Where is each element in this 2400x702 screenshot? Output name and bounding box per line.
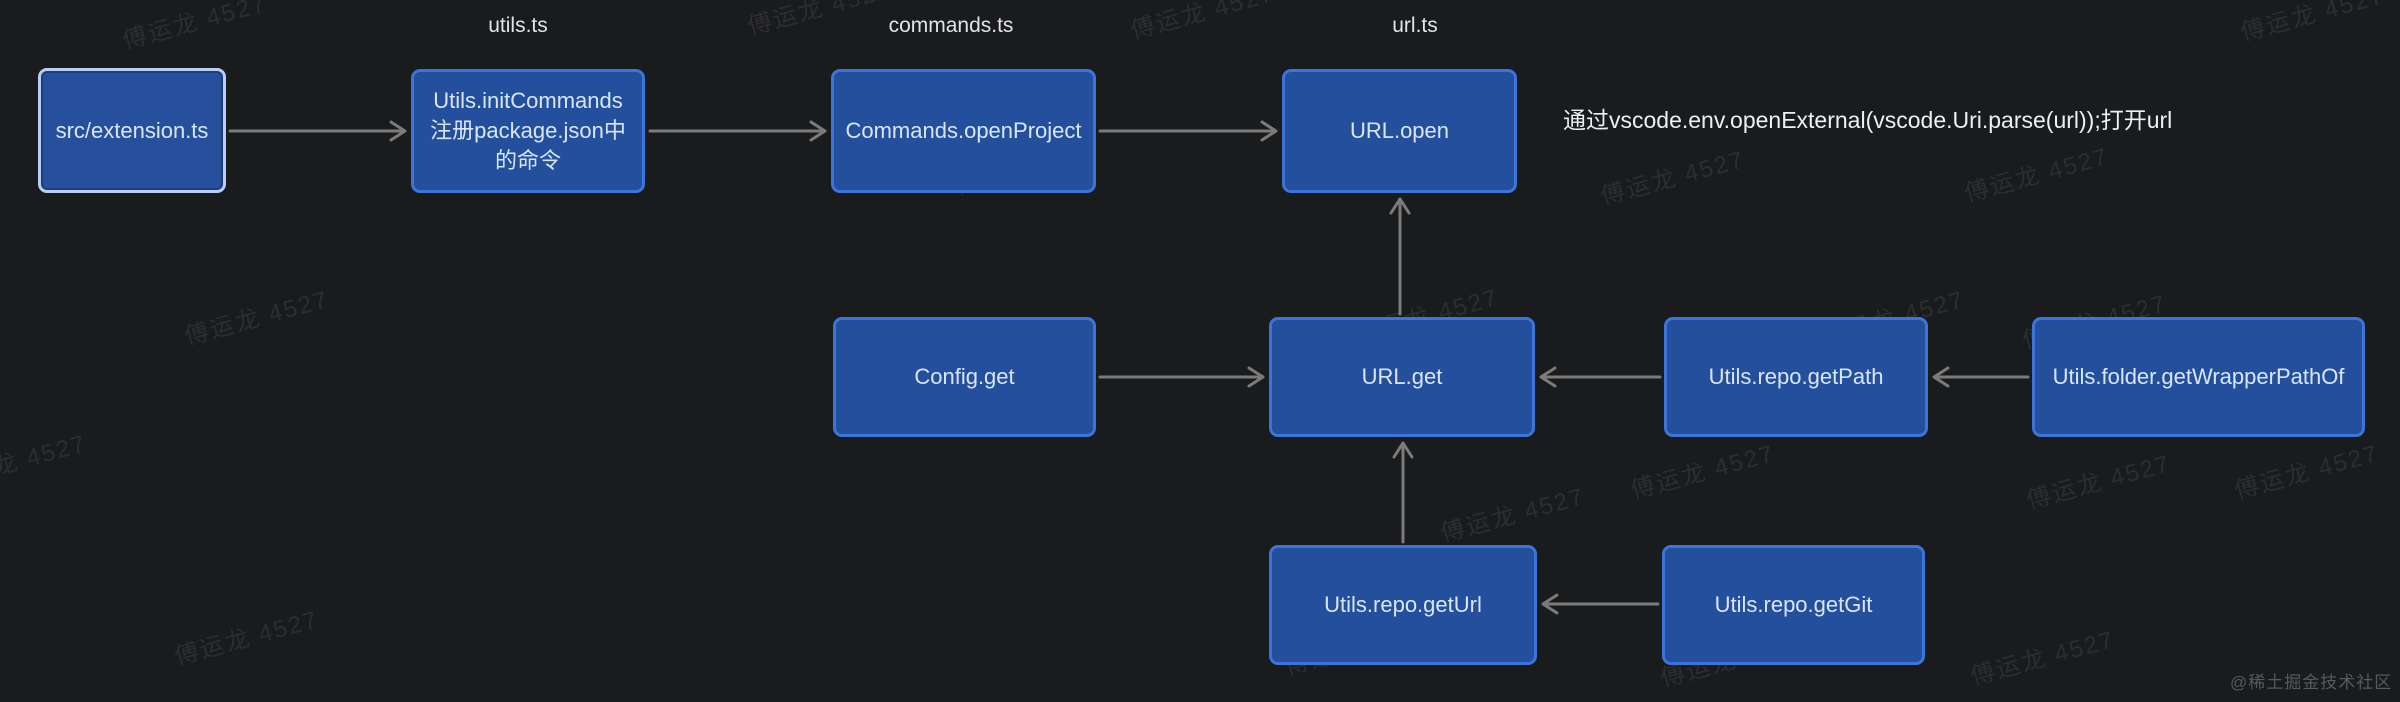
file-label-url-ts: url.ts: [1392, 14, 1438, 37]
edge-getwrapperpathof-to-getpath: [1932, 366, 2030, 388]
file-label-commands-ts: commands.ts: [888, 14, 1014, 37]
node-src-extension-ts: src/extension.ts: [38, 68, 226, 193]
file-label-utils-ts: utils.ts: [488, 14, 548, 37]
node-label: Utils.initCommands 注册package.json中 的命令: [430, 88, 626, 173]
edge-geturl-to-urlget: [1392, 441, 1414, 544]
node-url-get: URL.get: [1269, 317, 1535, 437]
node-utils-init-commands: Utils.initCommands 注册package.json中 的命令: [411, 69, 645, 193]
edge-getpath-to-urlget: [1539, 366, 1662, 388]
edge-configget-to-urlget: [1098, 366, 1265, 388]
node-config-get: Config.get: [833, 317, 1096, 437]
node-utils-folder-get-wrapper-path-of: Utils.folder.getWrapperPathOf: [2032, 317, 2365, 437]
node-utils-repo-get-url: Utils.repo.getUrl: [1269, 545, 1537, 665]
node-label: Utils.repo.getGit: [1714, 592, 1873, 618]
node-label: Utils.folder.getWrapperPathOf: [2052, 364, 2345, 390]
annotation-text: 通过vscode.env.openExternal(vscode.Uri.par…: [1563, 107, 2173, 133]
credit-text: @稀土掘金技术社区: [2230, 673, 2393, 692]
node-label: Config.get: [914, 364, 1015, 390]
node-url-open: URL.open: [1282, 69, 1517, 193]
node-label: URL.open: [1349, 118, 1450, 144]
node-utils-repo-get-git: Utils.repo.getGit: [1662, 545, 1925, 665]
node-label: Commands.openProject: [845, 118, 1082, 144]
node-label: Utils.repo.getPath: [1708, 364, 1884, 390]
node-utils-repo-get-path: Utils.repo.getPath: [1664, 317, 1928, 437]
node-label: src/extension.ts: [55, 117, 209, 143]
node-commands-open-project: Commands.openProject: [831, 69, 1096, 193]
node-label: Utils.repo.getUrl: [1324, 592, 1482, 618]
node-label: URL.get: [1361, 364, 1443, 390]
edge-initcommands-to-openproject: [648, 120, 827, 142]
edge-urlget-to-urlopen: [1389, 197, 1411, 316]
edge-extension-to-initcommands: [228, 120, 407, 142]
edge-getgit-to-geturl: [1541, 593, 1660, 615]
edge-openproject-to-urlopen: [1098, 120, 1278, 142]
